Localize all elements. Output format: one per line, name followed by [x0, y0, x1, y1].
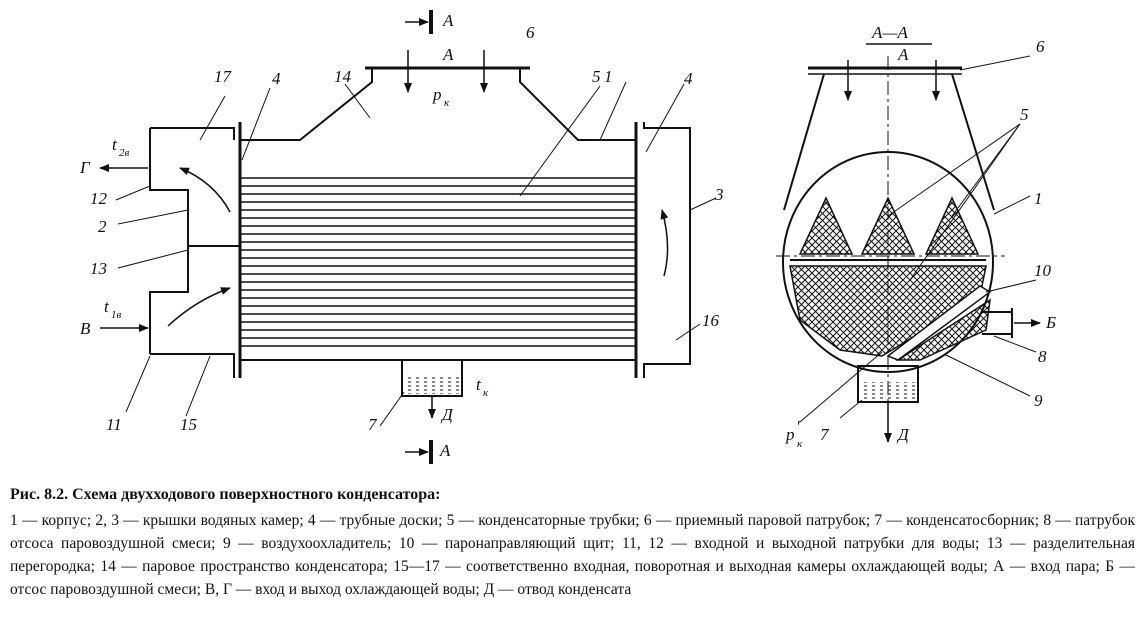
figure-caption: Рис. 8.2. Схема двухходового поверхностн… [10, 483, 1135, 601]
caption-legend: 1 — корпус; 2, 3 — крышки водяных камер;… [10, 512, 1135, 598]
t1-label: t [104, 297, 110, 316]
section-mark-bottom: А [439, 441, 451, 460]
t1-subscript: 1в [111, 309, 122, 321]
num-6-side: 6 [526, 23, 535, 42]
section-pressure-prime: ′ [796, 417, 800, 436]
t2-label: t [112, 135, 118, 154]
num-12: 12 [90, 189, 108, 208]
num-4-right: 4 [684, 69, 693, 88]
section-pressure-subscript: к [797, 438, 803, 450]
num-7-section: 7 [820, 425, 830, 444]
num-10: 10 [1034, 261, 1052, 280]
section-mark-top: А [442, 11, 454, 30]
tk-subscript: к [483, 387, 489, 399]
num-2: 2 [98, 217, 107, 236]
num-5-section: 5 [1020, 105, 1029, 124]
section-drain-label: Д [896, 425, 910, 444]
num-11: 11 [106, 415, 122, 434]
num-15: 15 [180, 415, 197, 434]
num-5-side: 5 [592, 67, 601, 86]
section-view [776, 43, 1041, 443]
t2-subscript: 2в [119, 147, 130, 159]
section-title: А—А [871, 23, 909, 42]
num-9: 9 [1034, 391, 1043, 410]
water-in-label: В [80, 319, 91, 338]
drain-label: Д [440, 405, 454, 424]
num-1-section: 1 [1034, 189, 1043, 208]
num-3: 3 [714, 185, 724, 204]
num-16: 16 [702, 311, 720, 330]
num-17: 17 [214, 67, 233, 86]
section-pressure-label: p [785, 425, 795, 444]
num-6-section: 6 [1036, 37, 1045, 56]
steam-inlet-label: А [442, 45, 454, 64]
num-8: 8 [1038, 347, 1047, 366]
pressure-subscript: к [444, 97, 450, 109]
pressure-label: p [432, 85, 442, 104]
caption-title: Рис. 8.2. Схема двухходового поверхностн… [10, 486, 441, 503]
water-out-label: Г [79, 158, 91, 177]
num-1-side: 1 [604, 67, 613, 86]
suction-label: Б [1045, 313, 1056, 332]
condenser-diagram: А А А p к t 2в t 1в t к Г В Д 1 2 3 4 4 … [79, 10, 1056, 464]
num-7-side: 7 [368, 415, 378, 434]
tube-bundle [240, 177, 636, 347]
tk-label: t [476, 375, 482, 394]
num-14: 14 [334, 67, 352, 86]
side-view [99, 10, 717, 464]
section-steam-inlet: А [897, 45, 909, 64]
num-4-left: 4 [272, 69, 281, 88]
num-13: 13 [90, 259, 107, 278]
